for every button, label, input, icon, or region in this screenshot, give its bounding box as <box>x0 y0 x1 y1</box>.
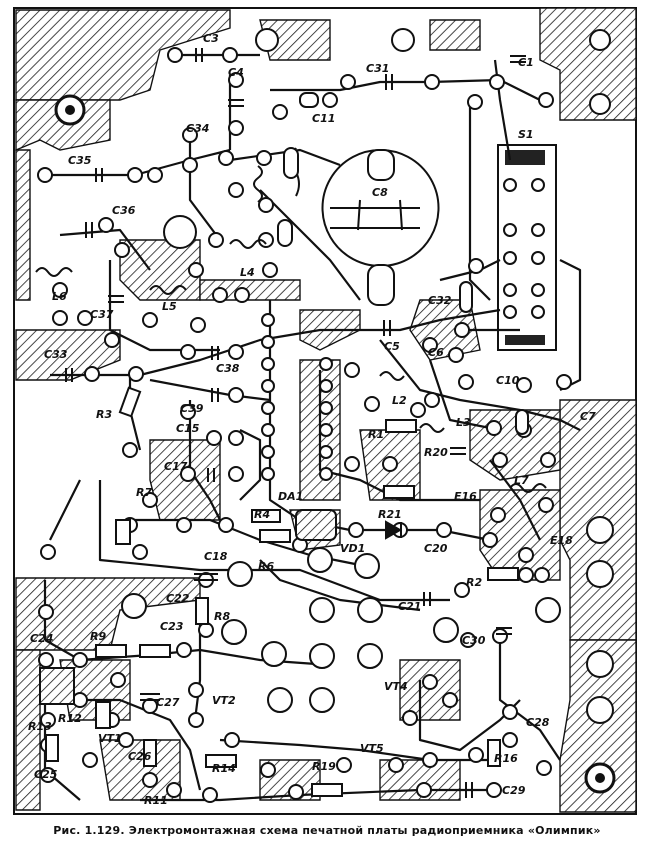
label-c36: C36 <box>112 204 136 217</box>
label-c32: C32 <box>428 294 452 307</box>
label-c35: C35 <box>68 154 92 167</box>
label-c10: C10 <box>496 374 520 387</box>
resistors <box>39 386 519 797</box>
label-vd1: VD1 <box>340 542 365 555</box>
label-c21: C21 <box>398 600 421 613</box>
label-s1: S1 <box>518 128 534 141</box>
component-symbols <box>35 48 547 798</box>
label-r8: R8 <box>214 610 230 623</box>
label-r4: R4 <box>254 508 270 521</box>
label-c38: C38 <box>216 362 240 375</box>
label-r7: R7 <box>136 486 152 499</box>
label-l7: L7 <box>514 474 529 487</box>
label-r3: R3 <box>96 408 112 421</box>
label-c20: C20 <box>424 542 448 555</box>
label-c24: C24 <box>30 632 53 645</box>
label-c6: C6 <box>428 346 444 359</box>
label-l5: L5 <box>162 300 177 313</box>
label-c11: C11 <box>312 112 335 125</box>
label-r6: R6 <box>258 560 274 573</box>
label-c34: C34 <box>186 122 209 135</box>
label-c4: C4 <box>228 66 244 79</box>
pads <box>37 47 572 803</box>
label-c37: C37 <box>90 308 114 321</box>
label-c26: C26 <box>128 750 152 763</box>
label-l6: L6 <box>52 290 67 303</box>
label-vt1: VT1 <box>98 732 122 745</box>
label-l3: L3 <box>456 416 471 429</box>
label-c23: C23 <box>160 620 184 633</box>
label-r11: R11 <box>144 794 168 807</box>
label-e18: E18 <box>550 534 573 547</box>
label-c18: C18 <box>204 550 228 563</box>
tracks <box>43 53 582 802</box>
label-r9: R9 <box>90 630 106 643</box>
figure-caption: Рис. 1.129. Электромонтажная схема печат… <box>53 824 601 837</box>
label-c27: C27 <box>156 696 180 709</box>
label-c1: C1 <box>518 56 534 69</box>
label-vt2: VT2 <box>212 694 236 707</box>
reference-labels: C3 C4 C31 C1 C11 C34 S1 C35 C36 C8 L4 L6… <box>28 32 596 807</box>
label-r13: R13 <box>28 720 52 733</box>
label-c28: C28 <box>526 716 550 729</box>
label-c25: C25 <box>34 768 58 781</box>
mounting-holes <box>121 28 614 724</box>
label-r2: R2 <box>466 576 482 589</box>
label-c17: C17 <box>164 460 188 473</box>
label-c8: C8 <box>372 186 388 199</box>
label-da1: DA1 <box>278 490 303 503</box>
label-vt4: VT4 <box>384 680 408 693</box>
label-r14: R14 <box>212 762 236 775</box>
label-c5: C5 <box>384 340 400 353</box>
pcb-layout-drawing: C3 C4 C31 C1 C11 C34 S1 C35 C36 C8 L4 L6… <box>13 7 637 815</box>
label-vt5: VT5 <box>360 742 384 755</box>
label-c7: C7 <box>580 410 596 423</box>
label-r1: R1 <box>368 428 384 441</box>
label-c33: C33 <box>44 348 68 361</box>
label-e16: E16 <box>454 490 477 503</box>
label-c22: C22 <box>166 592 190 605</box>
capacitor-trims <box>277 92 529 435</box>
label-r21: R21 <box>378 508 402 521</box>
label-r16: R16 <box>494 752 518 765</box>
label-r20: R20 <box>424 446 448 459</box>
label-c29: C29 <box>502 784 526 797</box>
label-c31: C31 <box>366 62 389 75</box>
label-c15: C15 <box>176 422 200 435</box>
label-c3: C3 <box>203 32 219 45</box>
label-l2: L2 <box>392 394 407 407</box>
label-r12: R12 <box>58 712 82 725</box>
label-l4: L4 <box>240 266 255 279</box>
label-c30: C30 <box>462 634 486 647</box>
label-r19: R19 <box>312 760 336 773</box>
label-c39: C39 <box>180 402 204 415</box>
switch-s1-body <box>497 144 557 351</box>
